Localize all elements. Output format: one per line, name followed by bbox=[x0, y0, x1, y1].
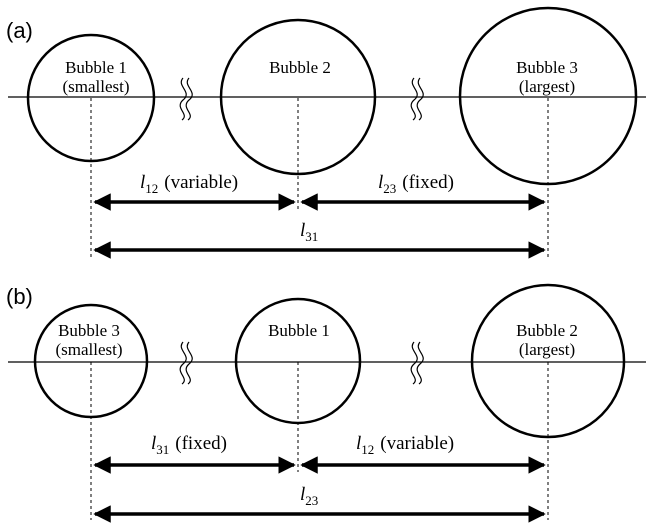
panel-b-bubble-2-name: Bubble 2 bbox=[516, 321, 578, 340]
panel-a-label: (a) bbox=[6, 18, 33, 43]
panel-a-bubble-2 bbox=[219, 18, 377, 176]
panel-a-bubble-1-note: (smallest) bbox=[62, 77, 129, 96]
panel-a-bubble-3-note: (largest) bbox=[519, 77, 575, 96]
panel-a-bubble-3-name: Bubble 3 bbox=[516, 58, 578, 77]
panel-b-bubble-1-name: Bubble 1 bbox=[268, 321, 330, 340]
panel-b-axis-break-icon-1 bbox=[179, 341, 193, 385]
panel-b: (b) Bubble 3 (smallest) Bubble 1 Bubble … bbox=[6, 283, 646, 523]
panel-b-bubble-2 bbox=[470, 283, 626, 439]
panel-b-bubble-2-note: (largest) bbox=[519, 340, 575, 359]
panel-a-axis-break-icon-1 bbox=[179, 77, 193, 121]
panel-b-l12-label: l12(variable) bbox=[356, 433, 454, 457]
panel-b-bubble-3-name: Bubble 3 bbox=[58, 321, 120, 340]
panel-b-l23-label: l23 bbox=[300, 484, 318, 508]
panel-a: (a) Bubble 1 (smallest) Bubble 2 Bubble … bbox=[6, 6, 646, 259]
panel-a-bubble-2-name: Bubble 2 bbox=[269, 58, 331, 77]
panel-b-bubble-3-note: (smallest) bbox=[55, 340, 122, 359]
panel-a-axis-break-icon-2 bbox=[410, 77, 424, 121]
panel-b-l31-label: l31(fixed) bbox=[151, 433, 227, 457]
panel-a-l23-label: l23(fixed) bbox=[378, 172, 454, 196]
panel-a-bubble-3 bbox=[458, 6, 638, 186]
panel-b-label: (b) bbox=[6, 284, 33, 309]
panel-a-l31-label: l31 bbox=[300, 220, 318, 244]
panel-a-bubble-1-name: Bubble 1 bbox=[65, 58, 127, 77]
panel-b-axis-break-icon-2 bbox=[410, 341, 424, 385]
panel-a-l12-label: l12(variable) bbox=[140, 172, 238, 196]
